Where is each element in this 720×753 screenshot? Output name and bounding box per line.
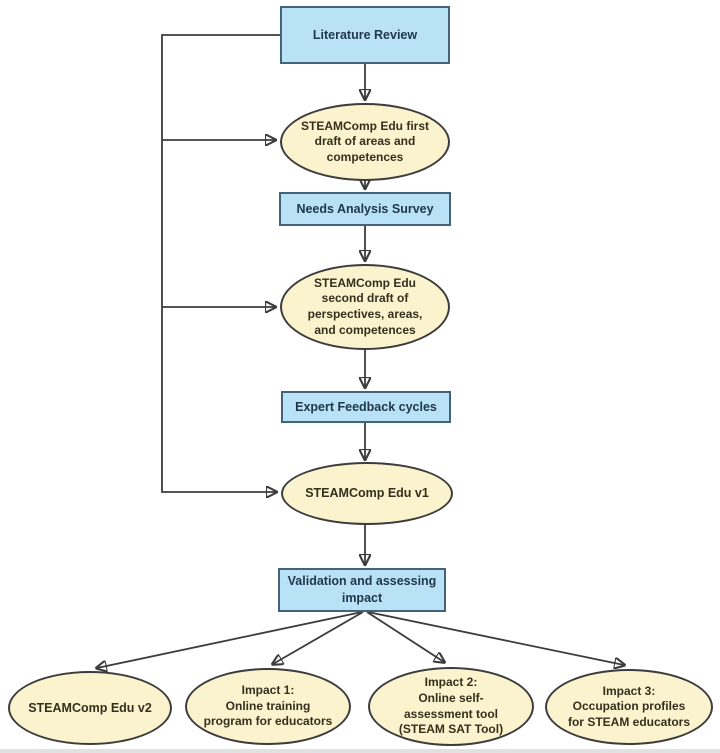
loop-trunk-to-v1 bbox=[161, 34, 280, 492]
node-second-draft: STEAMComp Edu second draft of perspectiv… bbox=[280, 264, 450, 350]
bottom-edge-strip bbox=[0, 749, 720, 753]
node-literature-review: Literature Review bbox=[280, 6, 450, 64]
node-first-draft-label: STEAMComp Edu first draft of areas and c… bbox=[301, 118, 429, 164]
node-expert-feedback-cycles: Expert Feedback cycles bbox=[281, 391, 451, 423]
node-steamcomp-edu-v1-label: STEAMComp Edu v1 bbox=[305, 486, 429, 501]
node-impact-3: Impact 3: Occupation profiles for STEAM … bbox=[545, 669, 713, 745]
arrow-validation-to-impact1 bbox=[273, 611, 364, 664]
arrow-validation-to-impact2 bbox=[366, 611, 444, 662]
node-impact-2: Impact 2: Online self- assessment tool (… bbox=[368, 667, 534, 746]
node-impact-1-label: Impact 1: Online training program for ed… bbox=[203, 683, 333, 729]
node-needs-analysis-survey-label: Needs Analysis Survey bbox=[296, 201, 434, 216]
node-steamcomp-edu-v1: STEAMComp Edu v1 bbox=[281, 462, 453, 525]
node-impact-1: Impact 1: Online training program for ed… bbox=[185, 668, 351, 745]
arrow-validation-to-impact3 bbox=[367, 611, 624, 665]
node-impact-3-label: Impact 3: Occupation profiles for STEAM … bbox=[567, 683, 690, 729]
node-steamcomp-edu-v2: STEAMComp Edu v2 bbox=[8, 671, 172, 745]
node-literature-review-label: Literature Review bbox=[312, 27, 418, 42]
node-validation-assessing-impact-label: Validation and assessing impact bbox=[287, 574, 437, 605]
node-impact-2-label: Impact 2: Online self- assessment tool (… bbox=[398, 675, 504, 737]
arrow-validation-to-v2 bbox=[97, 611, 363, 668]
node-validation-assessing-impact: Validation and assessing impact bbox=[278, 568, 446, 612]
node-second-draft-label: STEAMComp Edu second draft of perspectiv… bbox=[307, 275, 423, 337]
node-first-draft: STEAMComp Edu first draft of areas and c… bbox=[280, 103, 450, 181]
node-needs-analysis-survey: Needs Analysis Survey bbox=[279, 192, 451, 226]
node-steamcomp-edu-v2-label: STEAMComp Edu v2 bbox=[28, 700, 152, 715]
node-expert-feedback-cycles-label: Expert Feedback cycles bbox=[295, 399, 437, 414]
